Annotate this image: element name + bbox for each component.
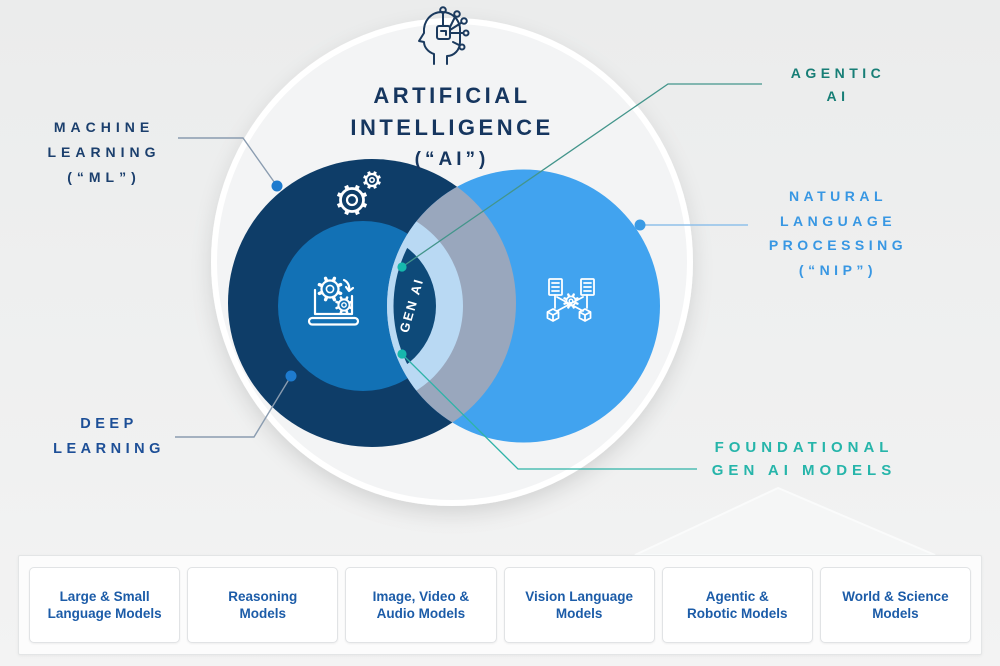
model-box-llm: Large & Small Language Models (29, 567, 181, 643)
nlp-label: NATURAL LANGUAGE PROCESSING (“NIP”) (768, 188, 908, 278)
ai-title-line1: ARTIFICIAL (373, 83, 531, 108)
dl-leader-line (175, 375, 292, 438)
dl-dot (285, 370, 297, 382)
model-box-vision-language: Vision Language Models (503, 567, 655, 643)
agentic-ai-label: AGENTIC AI (790, 65, 886, 104)
foundational-leader-line (401, 353, 697, 470)
foundational-genai-label: FOUNDATIONAL GEN AI MODELS (711, 439, 897, 479)
agentic-leader-line (401, 83, 762, 268)
model-box-reasoning: Reasoning Models (187, 567, 339, 643)
nlp-dot (634, 219, 646, 231)
agentic-dot (397, 262, 407, 272)
machine-learning-label: MACHINE LEARNING (“ML”) (47, 119, 161, 185)
ml-nlp-overlap (387, 169, 516, 443)
ai-title-line3: (“AI”) (414, 149, 490, 170)
deep-learning-label: DEEP LEARNING (53, 416, 165, 457)
funnel-triangle (634, 486, 936, 556)
ml-dot (271, 180, 283, 192)
documents-network-icon (546, 278, 595, 322)
gears-icon (336, 171, 381, 216)
model-box-world-science: World & Science Models (819, 567, 972, 643)
ai-title: ARTIFICIAL INTELLIGENCE (“AI”) (302, 80, 602, 176)
head-circuit-icon (418, 6, 470, 65)
model-box-media: Image, Video & Audio Models (345, 567, 497, 643)
foundational-dot (397, 349, 407, 359)
ml-leader-line (178, 137, 278, 187)
laptop-gears-icon (307, 276, 360, 326)
model-box-agentic-robotic: Agentic & Robotic Models (661, 567, 813, 643)
model-types-panel: Large & Small Language Models Reasoning … (18, 555, 982, 655)
ai-title-line2: INTELLIGENCE (350, 115, 554, 140)
